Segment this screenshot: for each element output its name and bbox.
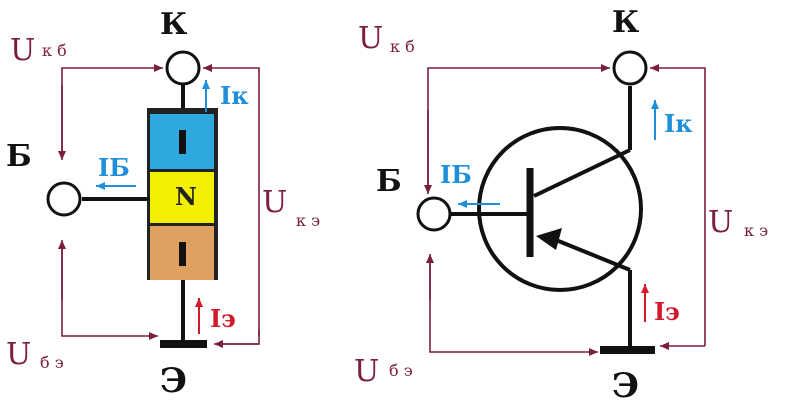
right-ib-label: IБ <box>440 160 472 189</box>
left-uke-u: U <box>262 185 287 220</box>
left-collector-region-mark <box>179 130 186 154</box>
left-emitter-terminal <box>160 340 207 348</box>
left-structure-diagram: К N Б Э Iк IБ Iэ U к б U б э <box>6 7 320 401</box>
left-collector-label: К <box>160 7 187 42</box>
right-symbol-diagram: Б К Э Iк IБ Iэ U к б U б э U к э <box>354 5 768 405</box>
right-base-label: Б <box>376 164 402 199</box>
left-ik-label: Iк <box>220 81 249 110</box>
right-ube-sub: б э <box>389 361 413 380</box>
left-ube-line <box>61 242 158 340</box>
right-collector-terminal <box>612 50 648 86</box>
left-base-region <box>150 172 214 223</box>
left-ib-label: IБ <box>98 153 130 182</box>
left-ukb-u: U <box>10 33 35 68</box>
right-emitter-arrow-icon <box>536 228 562 250</box>
left-ube-u: U <box>6 337 31 372</box>
right-uke-u: U <box>708 205 733 240</box>
left-collector-terminal <box>165 50 201 86</box>
left-ie-label: Iэ <box>210 304 236 333</box>
right-ukb-u: U <box>358 21 383 56</box>
right-collector-line <box>533 148 631 198</box>
right-ube-u: U <box>354 354 379 389</box>
left-emitter-region-mark <box>179 242 186 266</box>
right-ukb-sub: к б <box>390 37 415 56</box>
right-emitter-terminal <box>600 346 655 354</box>
right-base-terminal <box>416 196 452 232</box>
right-uke-line <box>650 64 706 346</box>
left-uke-sub: к э <box>296 211 320 230</box>
left-base-region-label: N <box>175 182 197 211</box>
left-emitter-label: Э <box>160 361 187 401</box>
right-transistor-body <box>477 126 643 292</box>
left-ube-sub: б э <box>40 353 64 372</box>
left-base-label: Б <box>6 139 32 174</box>
right-collector-label: К <box>612 5 639 40</box>
right-uke-sub: к э <box>744 221 768 240</box>
right-emitter-label: Э <box>612 366 639 405</box>
right-ie-label: Iэ <box>654 297 680 326</box>
left-base-terminal <box>46 181 82 217</box>
right-ik-label: Iк <box>664 109 693 138</box>
left-ukb-sub: к б <box>42 41 67 60</box>
right-emitter-line <box>555 238 631 272</box>
